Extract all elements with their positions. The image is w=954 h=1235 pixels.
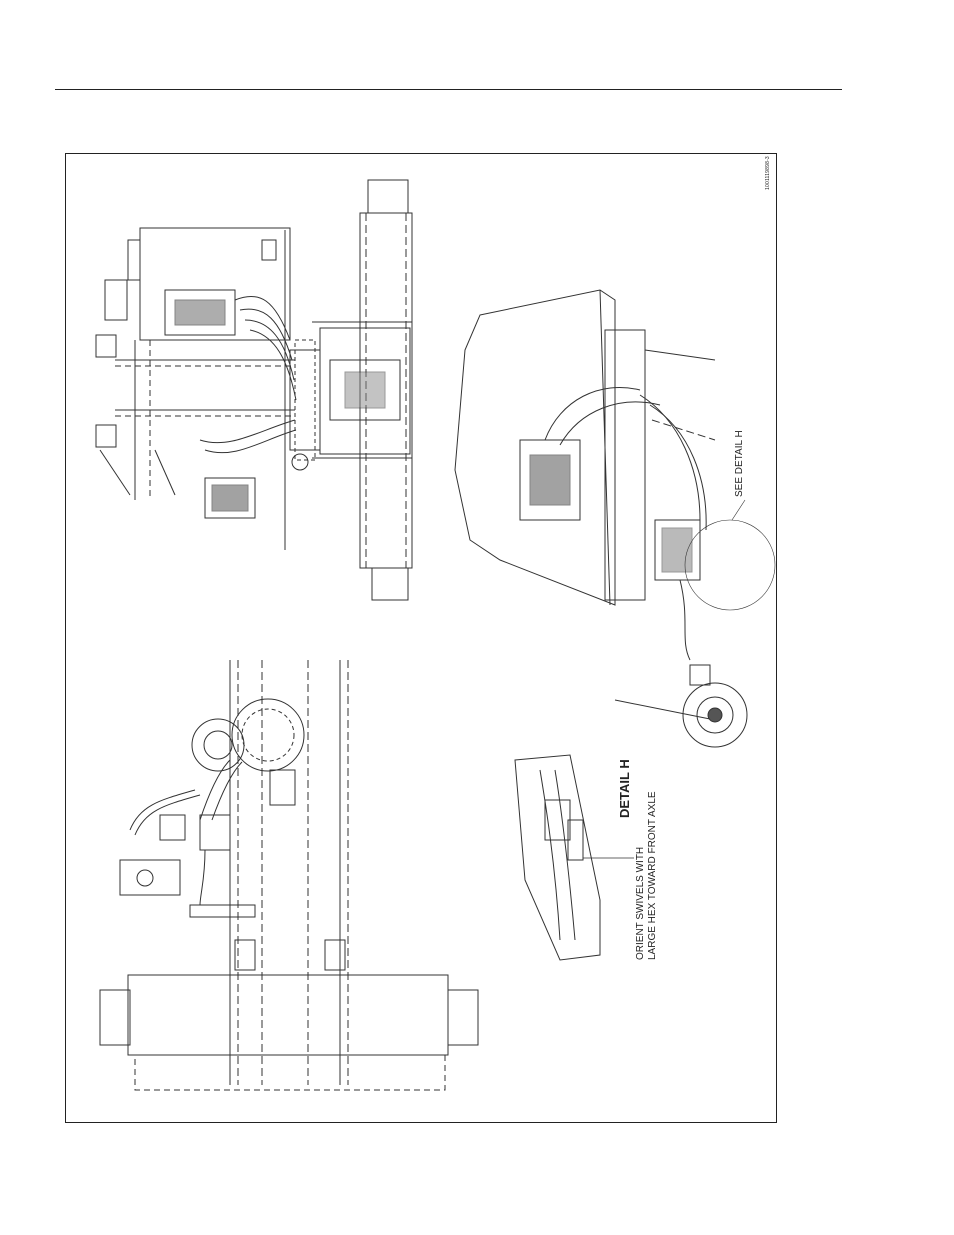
upper-frame-assembly (96, 228, 320, 550)
upper-axle (312, 180, 412, 600)
chassis-top-view (100, 660, 478, 1090)
side-elevation (455, 290, 775, 747)
note-line-2: LARGE HEX TOWARD FRONT AXLE (647, 791, 659, 960)
note-line-1: ORIENT SWIVELS WITH (635, 791, 647, 960)
orient-swivels-note: ORIENT SWIVELS WITH LARGE HEX TOWARD FRO… (635, 791, 659, 960)
figure-id-label: 1001119898-3 (765, 156, 771, 190)
see-detail-callout: SEE DETAIL H (734, 430, 745, 497)
detail-title: DETAIL H (617, 759, 632, 818)
